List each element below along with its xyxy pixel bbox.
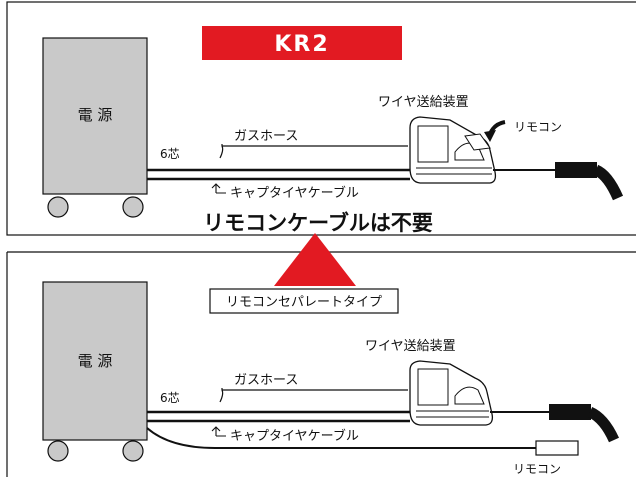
cable-pointer-top <box>211 183 226 194</box>
cabinet-wheel-left-top <box>47 196 69 218</box>
torch-connector-bottom <box>549 404 591 420</box>
torch-hose-bottom <box>587 406 620 443</box>
power-cabinet-top <box>42 37 148 195</box>
power-label-top: 電 源 <box>78 106 113 124</box>
feeder-label-bottom: ワイヤ送給装置 <box>365 339 456 354</box>
core-label-bottom: 6芯 <box>160 391 180 405</box>
wire-feeder-top <box>409 116 497 184</box>
core-label-top: 6芯 <box>160 147 180 161</box>
cable-pointer-bottom <box>211 426 226 437</box>
cable-label-bottom: キャプタイヤケーブル <box>230 428 359 444</box>
gas-hose-label-top: ガスホース <box>234 129 298 144</box>
cabinet-wheel-right-top <box>122 196 144 218</box>
kr2-badge-text: KR2 <box>274 32 329 57</box>
remote-label-bottom: リモコン <box>513 462 561 476</box>
kr2-badge <box>202 26 402 60</box>
cabinet-wheel-left-bottom <box>47 440 69 462</box>
cabinet-wheel-right-bottom <box>122 440 144 462</box>
cable-label-top: キャプタイヤケーブル <box>230 185 359 201</box>
torch-hose-top <box>593 164 624 201</box>
feeder-label-top: ワイヤ送給装置 <box>378 95 469 110</box>
remote-unit-top <box>464 133 491 151</box>
wire-feeder-bottom <box>409 360 494 426</box>
remote-cable-bottom <box>146 427 536 449</box>
red-arrow-triangle <box>274 233 356 286</box>
torch-connector-top <box>555 162 597 178</box>
headline-text: リモコンケーブルは不要 <box>203 211 433 235</box>
remote-box-bottom <box>535 440 579 456</box>
separate-type-box <box>209 288 399 314</box>
gas-hose-label-bottom: ガスホース <box>234 373 298 388</box>
remote-label-top: リモコン <box>514 120 562 134</box>
separate-type-label: リモコンセパレートタイプ <box>226 295 382 310</box>
power-cabinet-bottom <box>42 281 148 441</box>
power-label-bottom: 電 源 <box>78 352 113 370</box>
